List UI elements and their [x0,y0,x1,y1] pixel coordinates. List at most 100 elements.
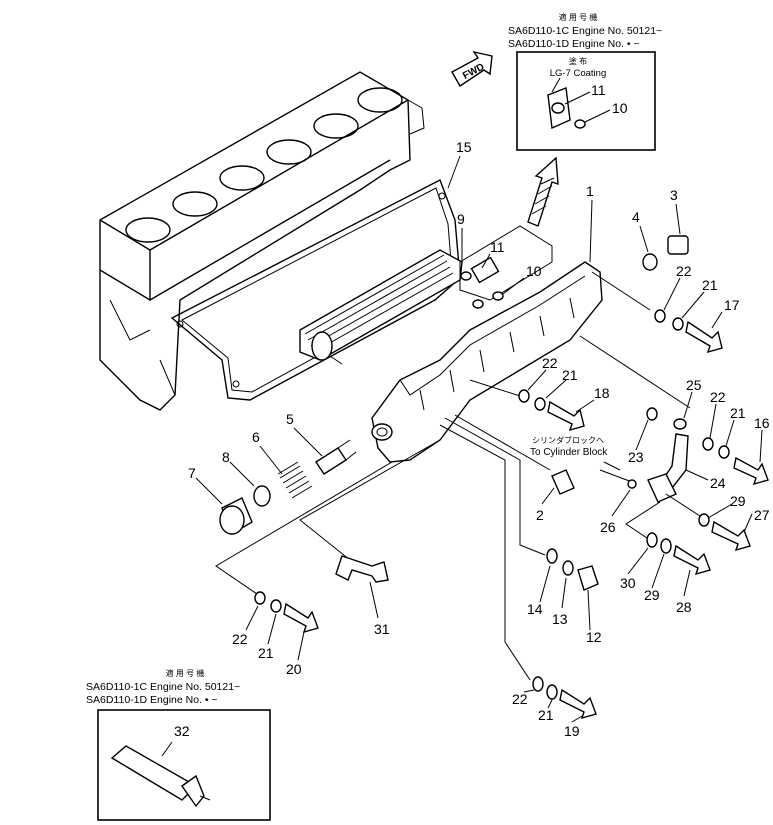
cylinder-bore-4 [266,139,312,165]
callout-22-left: 22 [232,631,248,647]
cylinder-bore-2 [172,191,218,217]
bottom-note-jp-title: 適 用 号 機 [166,668,205,678]
leader-4 [639,225,649,253]
cover-plate-outline [459,225,553,301]
leader-to-14 [444,417,546,556]
gasket-bolt-hole [232,380,240,388]
washer-22-left [254,591,266,605]
cylinder-bore-5 [313,113,359,139]
fwd-arrow: FWD [451,50,493,87]
leader-21-right [725,419,735,447]
plug-7-head [219,505,245,535]
engine-block-front [99,250,151,302]
part-32-box-frame [97,709,271,821]
cylinder-block-note: シリンダブロックへ To Cylinder Block [530,435,621,471]
leader-19 [571,715,583,723]
washer-22-right [702,437,714,451]
flow-arrow-hatch [531,177,555,215]
part-32-detail-box [97,709,271,821]
callout-2: 2 [536,507,544,523]
washer-21-upper [672,317,684,331]
leader-21-bottom [547,699,553,709]
leader-3 [675,203,681,235]
gasket-bolt-hole [438,192,446,200]
cooler-cover-port [371,423,393,441]
gasket-bolt-hole [176,320,184,328]
bolt-19 [559,688,597,720]
leader-21-mid [545,379,567,399]
cooler-core-fins [304,254,454,353]
coating-label: LG-7 Coating [550,68,607,79]
washer-22-bottom [532,676,544,692]
engine-block-outline [99,71,411,411]
callout-21-upper: 21 [702,277,718,293]
leader-14 [539,565,551,603]
callout-28: 28 [676,599,692,615]
flow-arrow-shape [527,156,559,227]
leader-22-bottom [523,689,535,693]
tube-24-block [647,473,677,503]
bolt-20 [283,602,319,634]
leader-11-top [564,91,591,105]
bolt-18-axis [469,379,521,397]
cylinder-bore-1 [125,217,171,243]
cover-plate-11 [470,256,500,284]
bolt-16 [733,456,769,486]
callout-31: 31 [374,621,390,637]
leader-22-right [709,403,717,439]
leader-5 [293,427,323,457]
flow-arrow [527,156,559,227]
cylinder-bore-3 [219,165,265,191]
engine-block-lower-detail [109,299,176,396]
leader-to-31 [299,439,441,561]
callout-14: 14 [527,601,543,617]
cooler-cover-1 [371,261,603,463]
cooler-cover-ribs [419,297,575,411]
leader-to-2 [454,414,551,471]
cooler-cover-body [371,261,603,463]
tee-fitting-31 [335,555,389,583]
callout-numbers: 1 2 3 4 5 6 7 8 9 10 11 12 13 14 15 16 1… [174,139,770,739]
callout-5: 5 [286,411,294,427]
leader-29-upper [707,503,733,519]
cooler-cover-ridge [399,275,586,396]
callout-22-upper: 22 [676,263,692,279]
leader-32 [161,741,173,757]
callout-1: 1 [586,183,594,199]
engine-block-skirt [149,159,391,301]
oil-cooler-core-9 [299,249,463,365]
washer-21-mid [534,397,546,411]
nut-12 [577,565,599,591]
leader-1 [589,199,593,263]
valve-5 [315,447,347,475]
washer-23 [646,407,658,421]
callout-30: 30 [620,575,636,591]
leader-22-left [245,605,259,631]
callout-3: 3 [670,187,678,203]
leader-21-upper [681,291,705,319]
callout-21-mid: 21 [562,367,578,383]
callout-6: 6 [252,429,260,445]
engine-block [99,71,425,411]
bolt-20-group [254,591,319,634]
coating-jp-label: 塗 布 [569,56,587,66]
callout-29-lower: 29 [644,587,660,603]
cooler-core-nipple [329,355,343,365]
washer-30 [646,532,658,548]
callout-17: 17 [724,297,740,313]
callout-32: 32 [174,723,190,739]
nipple-2 [551,469,575,495]
bottom-note-line-1: SA6D110-1C Engine No. 50121~ [86,681,240,693]
cylinder-note-en: To Cylinder Block [530,447,608,458]
bolt-17-axis [591,271,651,311]
leader-2 [541,487,555,505]
callout-9: 9 [457,211,465,227]
callout-21-left: 21 [258,645,274,661]
o-ring-26 [627,479,637,489]
bolt-27-axis [665,493,701,517]
o-ring-near-10b [492,291,504,301]
callout-15: 15 [456,139,472,155]
leader-to-19 [439,424,531,681]
callout-22-bottom: 22 [512,691,528,707]
